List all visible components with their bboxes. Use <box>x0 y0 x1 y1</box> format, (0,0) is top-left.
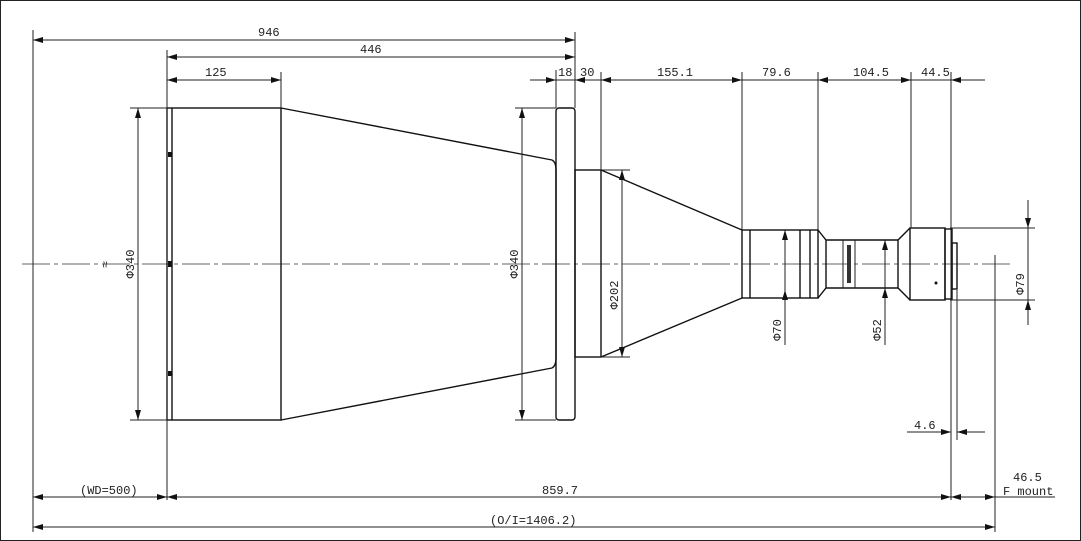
dim-step-diameter: Φ202 <box>608 281 622 310</box>
dim-125: 125 <box>205 66 227 80</box>
dim-working-distance: (WD=500) <box>80 484 138 498</box>
dim-46-5: 46.5 <box>1013 471 1042 485</box>
dim-30: 30 <box>580 66 594 80</box>
focus-neck <box>817 227 911 301</box>
flange-step <box>574 169 602 358</box>
dim-4-6: 4.6 <box>914 419 936 433</box>
extension-lines <box>32 30 1035 532</box>
dim-946: 946 <box>258 26 280 40</box>
dim-446: 446 <box>360 43 382 57</box>
dim-object-to-image: (O/I=1406.2) <box>490 514 576 528</box>
dim-flange-diameter: Φ340 <box>508 250 522 279</box>
dim-18: 18 <box>558 66 572 80</box>
dim-79-6: 79.6 <box>762 66 791 80</box>
f-mount <box>951 242 958 290</box>
dim-859-7: 859.7 <box>542 484 578 498</box>
front-cone <box>280 107 553 421</box>
dim-155-1: 155.1 <box>657 66 693 80</box>
dim-neck-diameter: Φ52 <box>871 319 885 341</box>
break-symbol: ≈ <box>99 261 113 268</box>
barrel <box>741 229 819 299</box>
dim-front-diameter: Φ340 <box>124 250 138 279</box>
dim-mount-diameter: Φ79 <box>1014 273 1028 295</box>
mount-type-label: F mount <box>1003 485 1053 499</box>
dim-barrel-diameter: Φ70 <box>771 319 785 341</box>
dim-44-5: 44.5 <box>921 66 950 80</box>
dimension-lines: ≈ <box>33 37 1055 530</box>
dim-104-5: 104.5 <box>853 66 889 80</box>
dimension-labels: 946 446 125 18 30 155.1 79.6 104.5 44.5 … <box>80 26 1053 528</box>
